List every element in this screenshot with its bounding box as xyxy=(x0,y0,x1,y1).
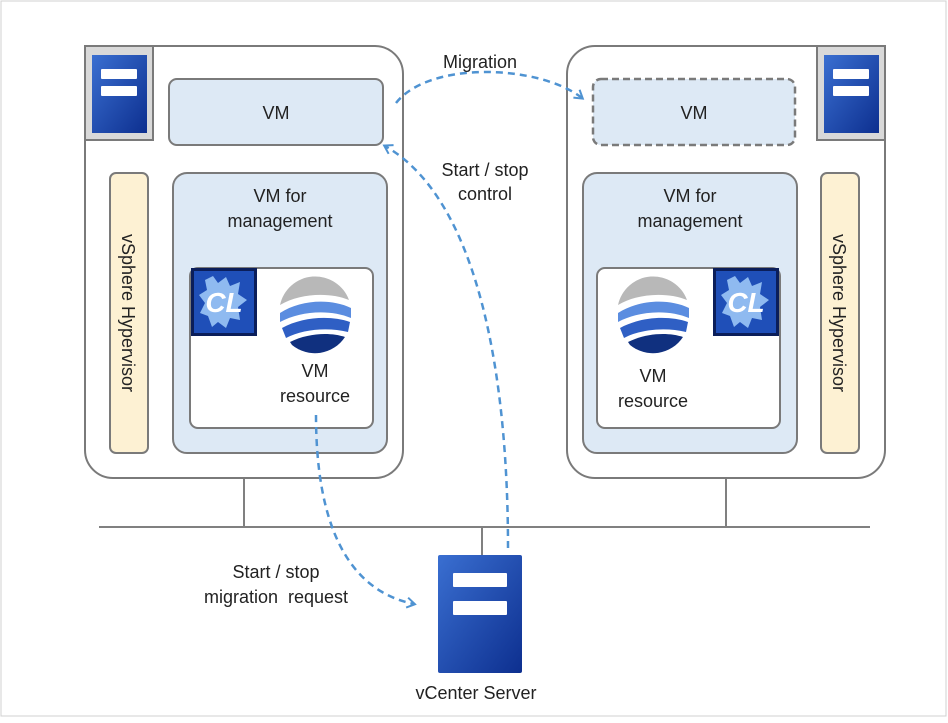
right-cl-text: CL xyxy=(727,287,764,318)
left-mgmt-vm-label-line2: management xyxy=(227,211,332,231)
arrows xyxy=(314,70,585,609)
left-hypervisor-label: vSphere Hypervisor xyxy=(118,234,138,392)
left-vm-box xyxy=(168,78,384,146)
left-resource-label-line1: VM xyxy=(302,361,329,381)
left-host: VM vSphere Hypervisor VM for management … xyxy=(84,45,404,479)
left-vm-resource-icon xyxy=(279,276,351,354)
right-vm-label: VM xyxy=(681,103,708,123)
vcenter-server-icon xyxy=(438,555,522,673)
control-label-line1: Start / stop xyxy=(441,160,528,180)
right-host: VM vSphere Hypervisor VM for management … xyxy=(566,45,886,479)
migration-label: Migration xyxy=(443,52,517,72)
right-server-icon xyxy=(816,45,886,141)
right-vm-resource-icon xyxy=(617,276,689,354)
right-resource-label-line2: resource xyxy=(618,391,688,411)
right-hypervisor-box xyxy=(820,172,860,454)
left-cl-text: CL xyxy=(205,287,242,318)
right-cl-icon: CL xyxy=(713,268,779,336)
request-label-line1: Start / stop xyxy=(232,562,319,582)
right-resource-label-line1: VM xyxy=(640,366,667,386)
control-arrow xyxy=(382,144,510,549)
control-label-line2: control xyxy=(458,184,512,204)
vcenter-label: vCenter Server xyxy=(415,683,536,703)
right-mgmt-vm-label-line2: management xyxy=(637,211,742,231)
left-server-icon xyxy=(84,45,154,141)
right-vm-box xyxy=(591,77,797,147)
left-cl-icon: CL xyxy=(191,268,257,336)
left-mgmt-vm-label-line1: VM for xyxy=(253,186,306,206)
left-resource-label-line2: resource xyxy=(280,386,350,406)
left-vm-label: VM xyxy=(263,103,290,123)
migration-arrow xyxy=(395,70,585,104)
right-hypervisor-label: vSphere Hypervisor xyxy=(829,234,849,392)
left-hypervisor-box xyxy=(109,172,149,454)
right-mgmt-vm-label-line1: VM for xyxy=(663,186,716,206)
network-bus xyxy=(99,478,870,555)
request-arrow xyxy=(314,414,417,609)
request-label-line2: migration request xyxy=(204,587,348,607)
